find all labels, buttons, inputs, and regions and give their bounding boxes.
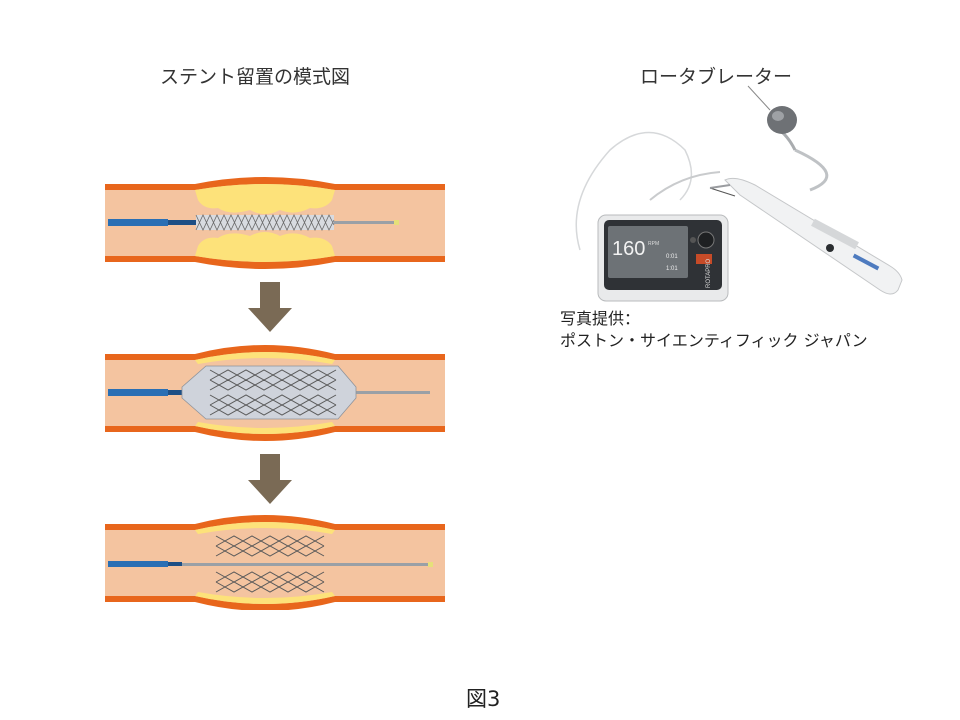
rotablator-console: 160 RPM 0:01 1:01 ROTAPRO — [597, 214, 729, 302]
svg-text:1:01: 1:01 — [666, 266, 678, 272]
rotablator-handpiece — [709, 177, 903, 295]
console-dial — [697, 231, 715, 249]
rotablator-device-image: 160 RPM 0:01 1:01 ROTAPRO — [575, 85, 903, 302]
inflated-balloon — [181, 365, 357, 420]
plaque-top — [195, 184, 335, 214]
stent-placement-diagram — [105, 177, 445, 610]
deployed-stent — [215, 535, 325, 593]
stage-2-vessel — [105, 345, 445, 441]
rotablator-title: ロータブレーター — [640, 66, 793, 88]
plaque-bottom — [195, 232, 335, 262]
figure-label: 図3 — [466, 687, 501, 711]
photo-credit-label: 写真提供： — [560, 309, 641, 328]
stage-1-vessel — [105, 177, 445, 269]
rpm-display: 160 — [612, 238, 645, 260]
svg-text:ROTAPRO: ROTAPRO — [706, 258, 712, 288]
photo-credit-source: ポストン・サイエンティフィック ジャパン — [560, 331, 868, 350]
svg-text:RPM: RPM — [648, 241, 659, 247]
arrow-down-1 — [248, 282, 292, 332]
photo-credit: 写真提供： ポストン・サイエンティフィック ジャパン — [560, 308, 868, 352]
stage-3-vessel — [105, 515, 445, 610]
crimped-stent — [195, 214, 335, 231]
catheter — [108, 219, 168, 226]
guidewire — [182, 563, 430, 566]
expanded-stent — [209, 369, 337, 416]
svg-text:0:01: 0:01 — [666, 254, 678, 260]
arrow-down-2 — [248, 454, 292, 504]
control-knob — [767, 106, 797, 134]
stent-diagram-title: ステント留置の模式図 — [160, 66, 351, 88]
